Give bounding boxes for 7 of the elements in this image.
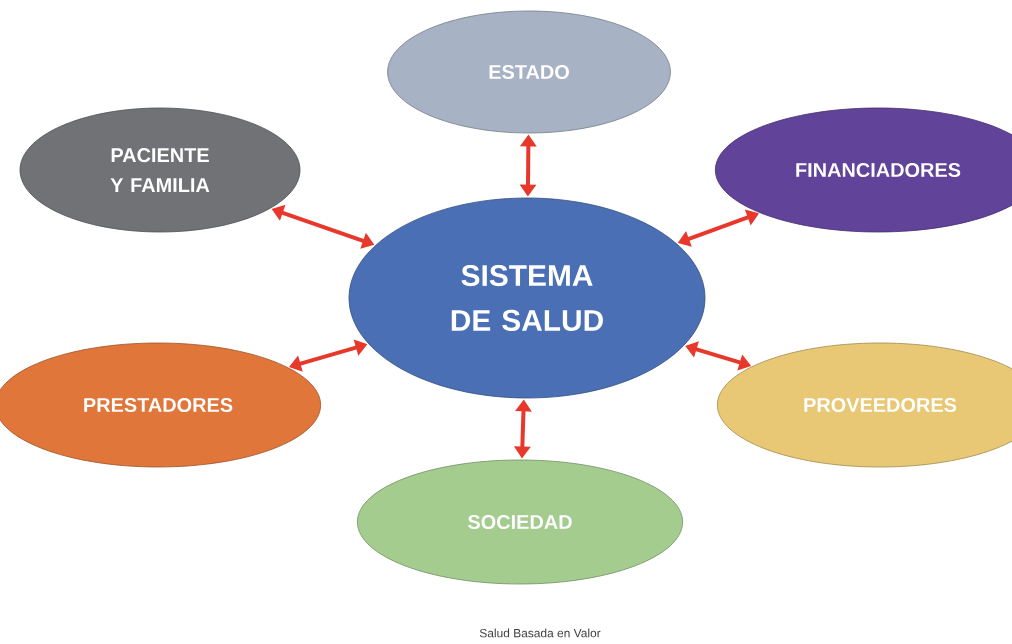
ellipse-node: FINANCIADORES — [714, 107, 1012, 233]
ellipse-node: SISTEMA DE SALUD — [348, 197, 706, 399]
caption: Salud Basada en Valor — [479, 628, 601, 638]
ellipse-node: PROVEEDORES — [716, 342, 1012, 468]
ellipse-node: PACIENTE Y FAMILIA — [19, 107, 301, 233]
ellipse-node: ESTADO — [387, 10, 671, 134]
ellipse-node: SOCIEDAD — [356, 459, 684, 585]
